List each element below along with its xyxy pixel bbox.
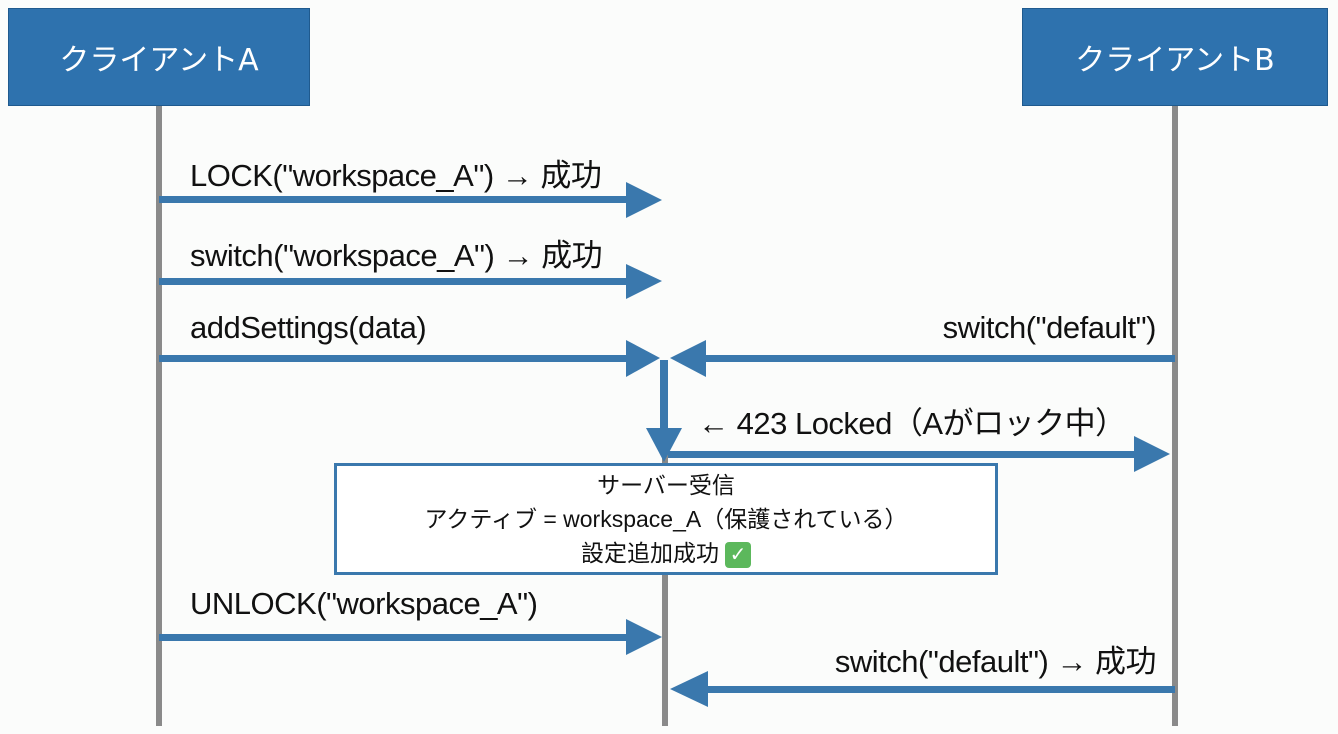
- message-label-add-settings: addSettings(data): [190, 310, 427, 345]
- arrow-lock: [159, 182, 662, 218]
- arrow-switch-b: [670, 340, 1175, 377]
- arrow-locked-response: [668, 436, 1170, 472]
- arrow-server-down: [646, 360, 682, 462]
- message-label-lock: LOCK("workspace_A") → 成功: [190, 158, 602, 193]
- message-label-unlock: UNLOCK("workspace_A"): [190, 586, 538, 621]
- message-label-switch-a: switch("workspace_A") → 成功: [190, 238, 603, 273]
- arrow-switch-a: [159, 264, 662, 299]
- actor-client-a-label: クライアントA: [59, 43, 259, 78]
- actor-client-a: クライアントA: [8, 8, 310, 106]
- server-note: サーバー受信 アクティブ = workspace_A（保護されている） 設定追加…: [334, 463, 998, 575]
- message-label-locked-response: ← 423 Locked（Aがロック中）: [698, 406, 1126, 441]
- server-note-line2: アクティブ = workspace_A（保護されている）: [424, 506, 908, 532]
- message-label-switch-b-success: switch("default") → 成功: [834, 644, 1157, 679]
- actor-client-b: クライアントB: [1022, 8, 1328, 106]
- check-mark-icon: ✓: [725, 541, 751, 568]
- arrow-switch-b-success: [670, 671, 1175, 707]
- arrow-add-settings: [159, 340, 660, 377]
- actor-client-b-label: クライアントB: [1075, 43, 1275, 78]
- arrow-unlock: [159, 619, 662, 655]
- server-note-line1: サーバー受信: [597, 472, 735, 498]
- server-note-line3: 設定追加成功: [581, 540, 719, 566]
- server-note-line3-row: 設定追加成功✓: [581, 536, 751, 570]
- message-label-switch-b: switch("default"): [942, 310, 1157, 345]
